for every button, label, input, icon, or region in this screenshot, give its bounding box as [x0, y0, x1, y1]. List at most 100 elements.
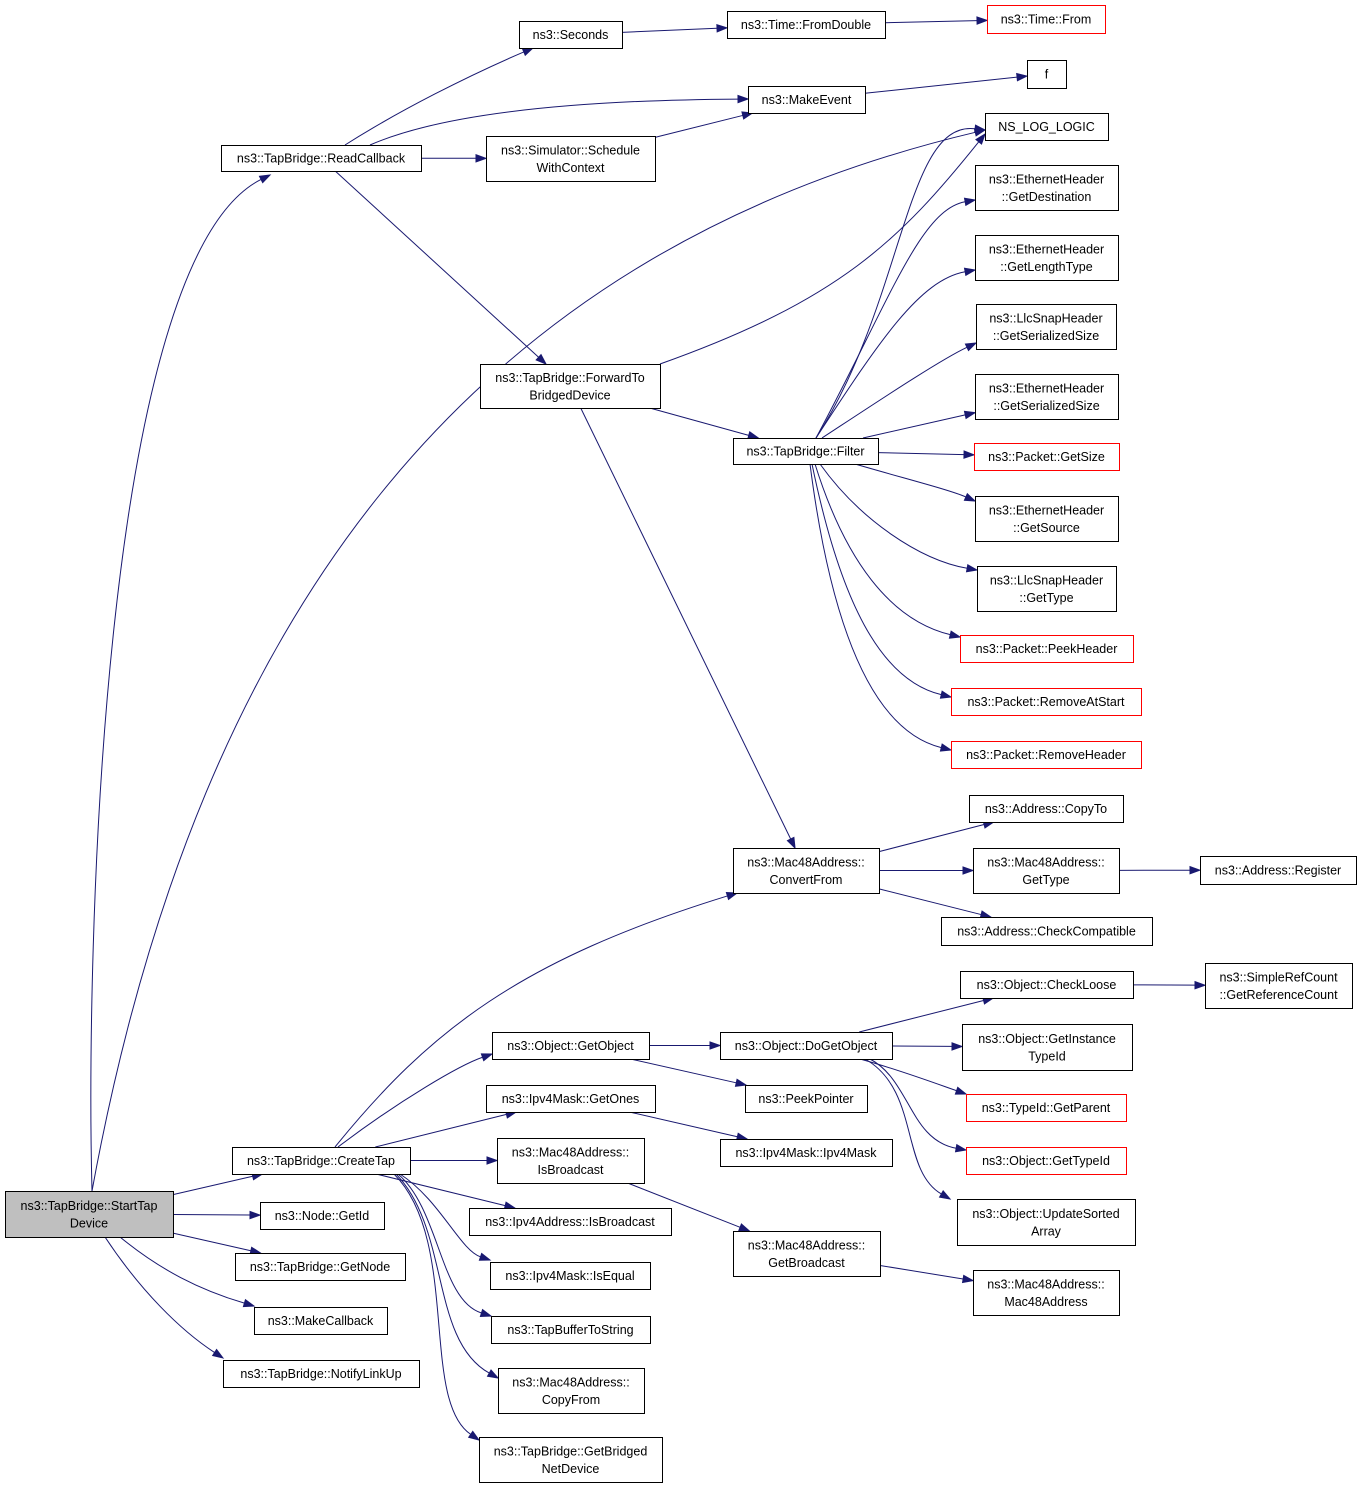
node-pkt_remstart[interactable]: ns3::Packet::RemoveAtStart	[951, 688, 1142, 716]
node-box	[960, 635, 1134, 663]
node-dogetobject[interactable]: ns3::Object::DoGetObject	[720, 1032, 893, 1060]
edge-getones-to-ipv4mask-line	[629, 1111, 738, 1138]
edge-filter-to-pkt_remhdr-arrowhead	[939, 743, 953, 752]
node-pkt_remhdr[interactable]: ns3::Packet::RemoveHeader	[951, 741, 1142, 769]
node-llc_type[interactable]: ns3::LlcSnapHeader::GetType	[977, 566, 1117, 612]
node-addr_check[interactable]: ns3::Address::CheckCompatible	[941, 917, 1153, 946]
node-ipv4mask[interactable]: ns3::Ipv4Mask::Ipv4Mask	[720, 1139, 893, 1167]
node-makeevent[interactable]: ns3::MakeEvent	[748, 86, 866, 114]
node-mac_gettype[interactable]: ns3::Mac48Address::GetType	[973, 848, 1120, 894]
node-label: GetBroadcast	[768, 1256, 845, 1270]
node-ipv4_isbcast[interactable]: ns3::Ipv4Address::IsBroadcast	[469, 1208, 672, 1236]
node-f[interactable]: f	[1027, 60, 1067, 89]
node-createtap[interactable]: ns3::TapBridge::CreateTap	[232, 1147, 411, 1175]
node-addr_register[interactable]: ns3::Address::Register	[1200, 856, 1357, 885]
node-label: WithContext	[536, 161, 605, 175]
edge-createtap-to-mac_isbcast	[410, 1156, 499, 1165]
node-label: ns3::Ipv4Address::IsBroadcast	[485, 1215, 655, 1229]
node-box	[745, 1085, 868, 1113]
node-box	[727, 11, 886, 39]
node-box	[254, 1307, 388, 1335]
node-getobject[interactable]: ns3::Object::GetObject	[492, 1032, 650, 1060]
edge-createtap-to-ipv4_isbcast-line	[375, 1173, 506, 1207]
node-makecallback[interactable]: ns3::MakeCallback	[254, 1307, 388, 1335]
edge-seconds-to-fromdouble-arrowhead	[716, 23, 729, 33]
node-pkt_size[interactable]: ns3::Packet::GetSize	[974, 443, 1120, 471]
node-box	[966, 1094, 1127, 1122]
edge-getobject-to-peekpointer	[630, 1058, 748, 1087]
node-eth_dest[interactable]: ns3::EthernetHeader::GetDestination	[975, 165, 1119, 211]
node-seconds[interactable]: ns3::Seconds	[519, 21, 623, 49]
node-llc_ser[interactable]: ns3::LlcSnapHeader::GetSerializedSize	[976, 304, 1117, 350]
node-label: BridgedDevice	[529, 388, 610, 402]
node-checkloose[interactable]: ns3::Object::CheckLoose	[960, 971, 1134, 999]
edge-start-to-getid	[172, 1210, 262, 1220]
node-notify[interactable]: ns3::TapBridge::NotifyLinkUp	[223, 1360, 420, 1388]
edge-start-to-makecallback	[119, 1236, 256, 1308]
edge-filter-to-llc_type-arrowhead	[965, 563, 979, 573]
node-label: ns3::TapBridge::Filter	[746, 445, 864, 459]
node-mac_isbcast[interactable]: ns3::Mac48Address::IsBroadcast	[497, 1138, 645, 1184]
node-getbcast[interactable]: ns3::Mac48Address::GetBroadcast	[733, 1231, 881, 1277]
node-label: ::GetDestination	[1002, 190, 1092, 204]
node-filter[interactable]: ns3::TapBridge::Filter	[733, 438, 879, 465]
node-box	[733, 848, 880, 894]
node-getid[interactable]: ns3::Node::GetId	[260, 1202, 385, 1230]
node-addr_copyto[interactable]: ns3::Address::CopyTo	[969, 795, 1124, 823]
node-convertfrom[interactable]: ns3::Mac48Address::ConvertFrom	[733, 848, 880, 894]
node-isequal[interactable]: ns3::Ipv4Mask::IsEqual	[490, 1262, 651, 1290]
edge-convertfrom-to-mac_gettype-arrowhead	[962, 866, 975, 875]
node-nslog[interactable]: NS_LOG_LOGIC	[985, 113, 1109, 141]
edge-createtap-to-copyfrom-line	[395, 1173, 490, 1374]
edge-createtap-to-getones-line	[375, 1113, 507, 1148]
node-timefrom[interactable]: ns3::Time::From	[987, 5, 1106, 34]
node-eth_len[interactable]: ns3::EthernetHeader::GetLengthType	[975, 235, 1119, 281]
edge-read_cb-to-makeevent-arrowhead	[737, 94, 750, 104]
node-read_cb[interactable]: ns3::TapBridge::ReadCallback	[221, 145, 422, 172]
node-box	[975, 496, 1119, 542]
node-mac48ctor[interactable]: ns3::Mac48Address::Mac48Address	[973, 1270, 1120, 1316]
edge-read_cb-to-forward-arrowhead	[535, 353, 548, 365]
node-getnode[interactable]: ns3::TapBridge::GetNode	[235, 1253, 406, 1281]
node-label: ns3::EthernetHeader	[989, 381, 1104, 395]
edge-start-to-getid-arrowhead	[249, 1210, 262, 1220]
node-label: ns3::Packet::RemoveAtStart	[967, 695, 1125, 709]
node-fromdouble[interactable]: ns3::Time::FromDouble	[727, 11, 886, 39]
edge-start-to-createtap	[172, 1172, 264, 1196]
node-getparent[interactable]: ns3::TypeId::GetParent	[966, 1094, 1127, 1122]
node-box	[235, 1253, 406, 1281]
node-box	[969, 795, 1124, 823]
node-label: ns3::Object::GetInstance	[978, 1032, 1116, 1046]
edge-getobject-to-peekpointer-line	[630, 1058, 737, 1084]
edge-dogetobject-to-getparent-line	[859, 1058, 957, 1092]
node-eth_src[interactable]: ns3::EthernetHeader::GetSource	[975, 496, 1119, 542]
edge-fromdouble-to-timefrom-line	[884, 20, 978, 24]
edge-read_cb-to-schedule	[420, 153, 488, 163]
edge-createtap-to-getobject	[337, 1053, 494, 1148]
edge-read_cb-to-forward	[334, 170, 548, 365]
node-pkt_peek[interactable]: ns3::Packet::PeekHeader	[960, 635, 1134, 663]
edge-createtap-to-mac_isbcast-arrowhead	[486, 1156, 499, 1165]
edge-filter-to-pkt_remstart	[811, 463, 953, 699]
node-tapbuf[interactable]: ns3::TapBufferToString	[491, 1316, 651, 1344]
node-box	[977, 566, 1117, 612]
edge-createtap-to-convertfrom-line	[334, 895, 728, 1148]
node-label: ns3::MakeCallback	[268, 1314, 374, 1328]
node-refcount[interactable]: ns3::SimpleRefCount::GetReferenceCount	[1205, 963, 1353, 1009]
node-label: ns3::Node::GetId	[275, 1209, 370, 1223]
node-peekpointer[interactable]: ns3::PeekPointer	[745, 1085, 868, 1113]
node-label: ns3::TapBridge::GetBridged	[494, 1444, 648, 1458]
node-gettypeid[interactable]: ns3::Object::GetTypeId	[966, 1147, 1127, 1175]
node-label: NS_LOG_LOGIC	[998, 120, 1095, 134]
node-getones[interactable]: ns3::Ipv4Mask::GetOnes	[486, 1085, 656, 1113]
node-copyfrom[interactable]: ns3::Mac48Address::CopyFrom	[498, 1368, 645, 1414]
edge-createtap-to-isequal-arrowhead	[478, 1252, 492, 1261]
node-box	[748, 86, 866, 114]
node-eth_ser[interactable]: ns3::EthernetHeader::GetSerializedSize	[975, 374, 1119, 420]
